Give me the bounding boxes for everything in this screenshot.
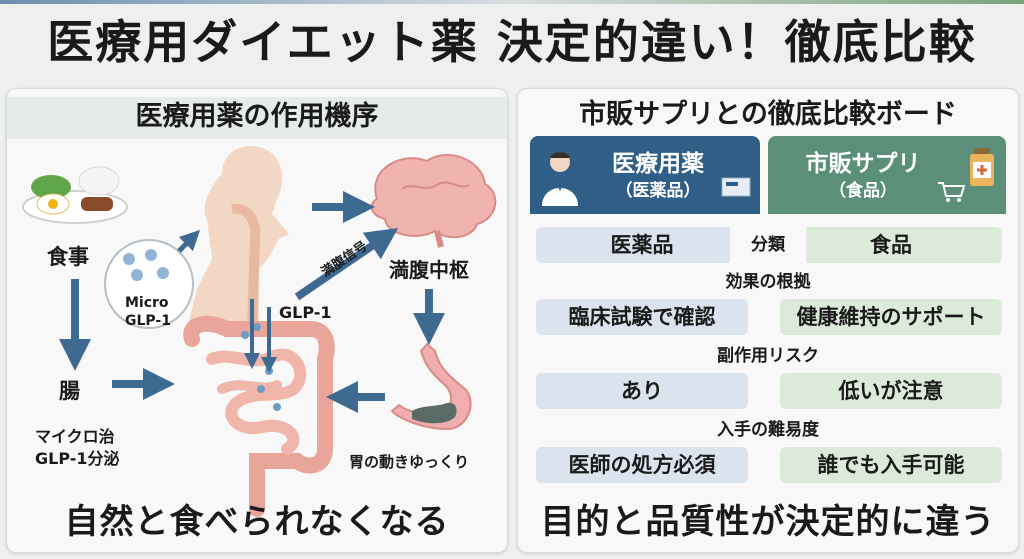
medical-header: 医療用薬 （医薬品） xyxy=(530,136,760,214)
mechanism-panel: 医療用薬の作用機序 xyxy=(6,88,508,553)
supplement-header: 市販サプリ （食品） xyxy=(768,136,1006,214)
supplement-title: 市販サプリ xyxy=(805,151,921,177)
row-classification-criterion: 分類 xyxy=(730,227,806,263)
comparison-panel: 市販サプリとの徹底比較ボード 医療用薬 （医薬品） 市販サプリ （食品） xyxy=(517,88,1019,553)
top-accent-bar xyxy=(0,0,1024,4)
doctor-icon xyxy=(542,152,578,206)
shopping-cart-icon xyxy=(938,182,966,202)
row-classification-supplement: 食品 xyxy=(780,227,1002,263)
supplement-bottle-icon xyxy=(970,148,994,186)
row-classification-medical: 医薬品 xyxy=(536,227,748,263)
row-evidence-medical: 臨床試験で確認 xyxy=(536,299,748,335)
intestine-label: 腸 xyxy=(59,379,80,403)
row-risk-medical: あり xyxy=(536,373,748,409)
row-risk-criterion: 副作用リスク xyxy=(717,346,819,366)
row-access-criterion: 入手の難易度 xyxy=(717,420,819,440)
row-risk-supplement: 低いが注意 xyxy=(780,373,1002,409)
flow-arrows xyxy=(59,191,445,413)
glp1-label: GLP-1 xyxy=(279,303,332,322)
row-access-supplement: 誰でも入手可能 xyxy=(780,447,1002,483)
micro-glp1-label-2: GLP-1 xyxy=(125,313,171,329)
satiety-signal-label: 満腹信号 xyxy=(318,238,370,280)
heading-band xyxy=(7,97,507,139)
secretion-label-2: GLP-1分泌 xyxy=(35,449,120,468)
intestine-illustration xyxy=(183,315,335,517)
row-access-medical: 医師の処方必須 xyxy=(536,447,748,483)
micro-glp1-icon xyxy=(104,239,194,329)
supplement-subtitle: （食品） xyxy=(829,181,897,201)
arrow-micro-up xyxy=(177,229,201,253)
arrow-satiety-signal xyxy=(294,227,399,301)
mechanism-footer: 自然と食べられなくなる xyxy=(64,502,450,542)
brain-icon xyxy=(370,154,497,248)
micro-glp1-label-1: Micro xyxy=(125,295,169,311)
stomach-icon xyxy=(390,342,472,431)
secretion-label-1: マイクロ治 xyxy=(35,427,115,446)
medicine-box-icon xyxy=(721,177,751,197)
comparison-footer: 目的と品質性が決定的に違う xyxy=(540,502,996,542)
medical-title: 医療用薬 xyxy=(612,151,704,177)
satiety-center-label: 満腹中枢 xyxy=(389,258,469,282)
page-title: 医療用ダイエット薬 決定的違い！徹底比較 xyxy=(47,15,977,69)
meal-plate-icon xyxy=(22,166,128,224)
row-evidence-supplement: 健康維持のサポート xyxy=(780,299,1002,335)
row-evidence-criterion: 効果の根拠 xyxy=(725,272,811,292)
mechanism-heading: 医療用薬の作用機序 xyxy=(135,101,379,132)
mechanism-diagram: 満腹信号 xyxy=(22,146,497,517)
stomach-slow-label: 胃の動きゆっくり xyxy=(349,453,470,471)
meal-label: 食事 xyxy=(47,245,89,269)
human-silhouette xyxy=(187,146,289,330)
comparison-heading: 市販サプリとの徹底比較ボード xyxy=(579,99,957,130)
medical-subtitle: （医薬品） xyxy=(615,181,701,201)
